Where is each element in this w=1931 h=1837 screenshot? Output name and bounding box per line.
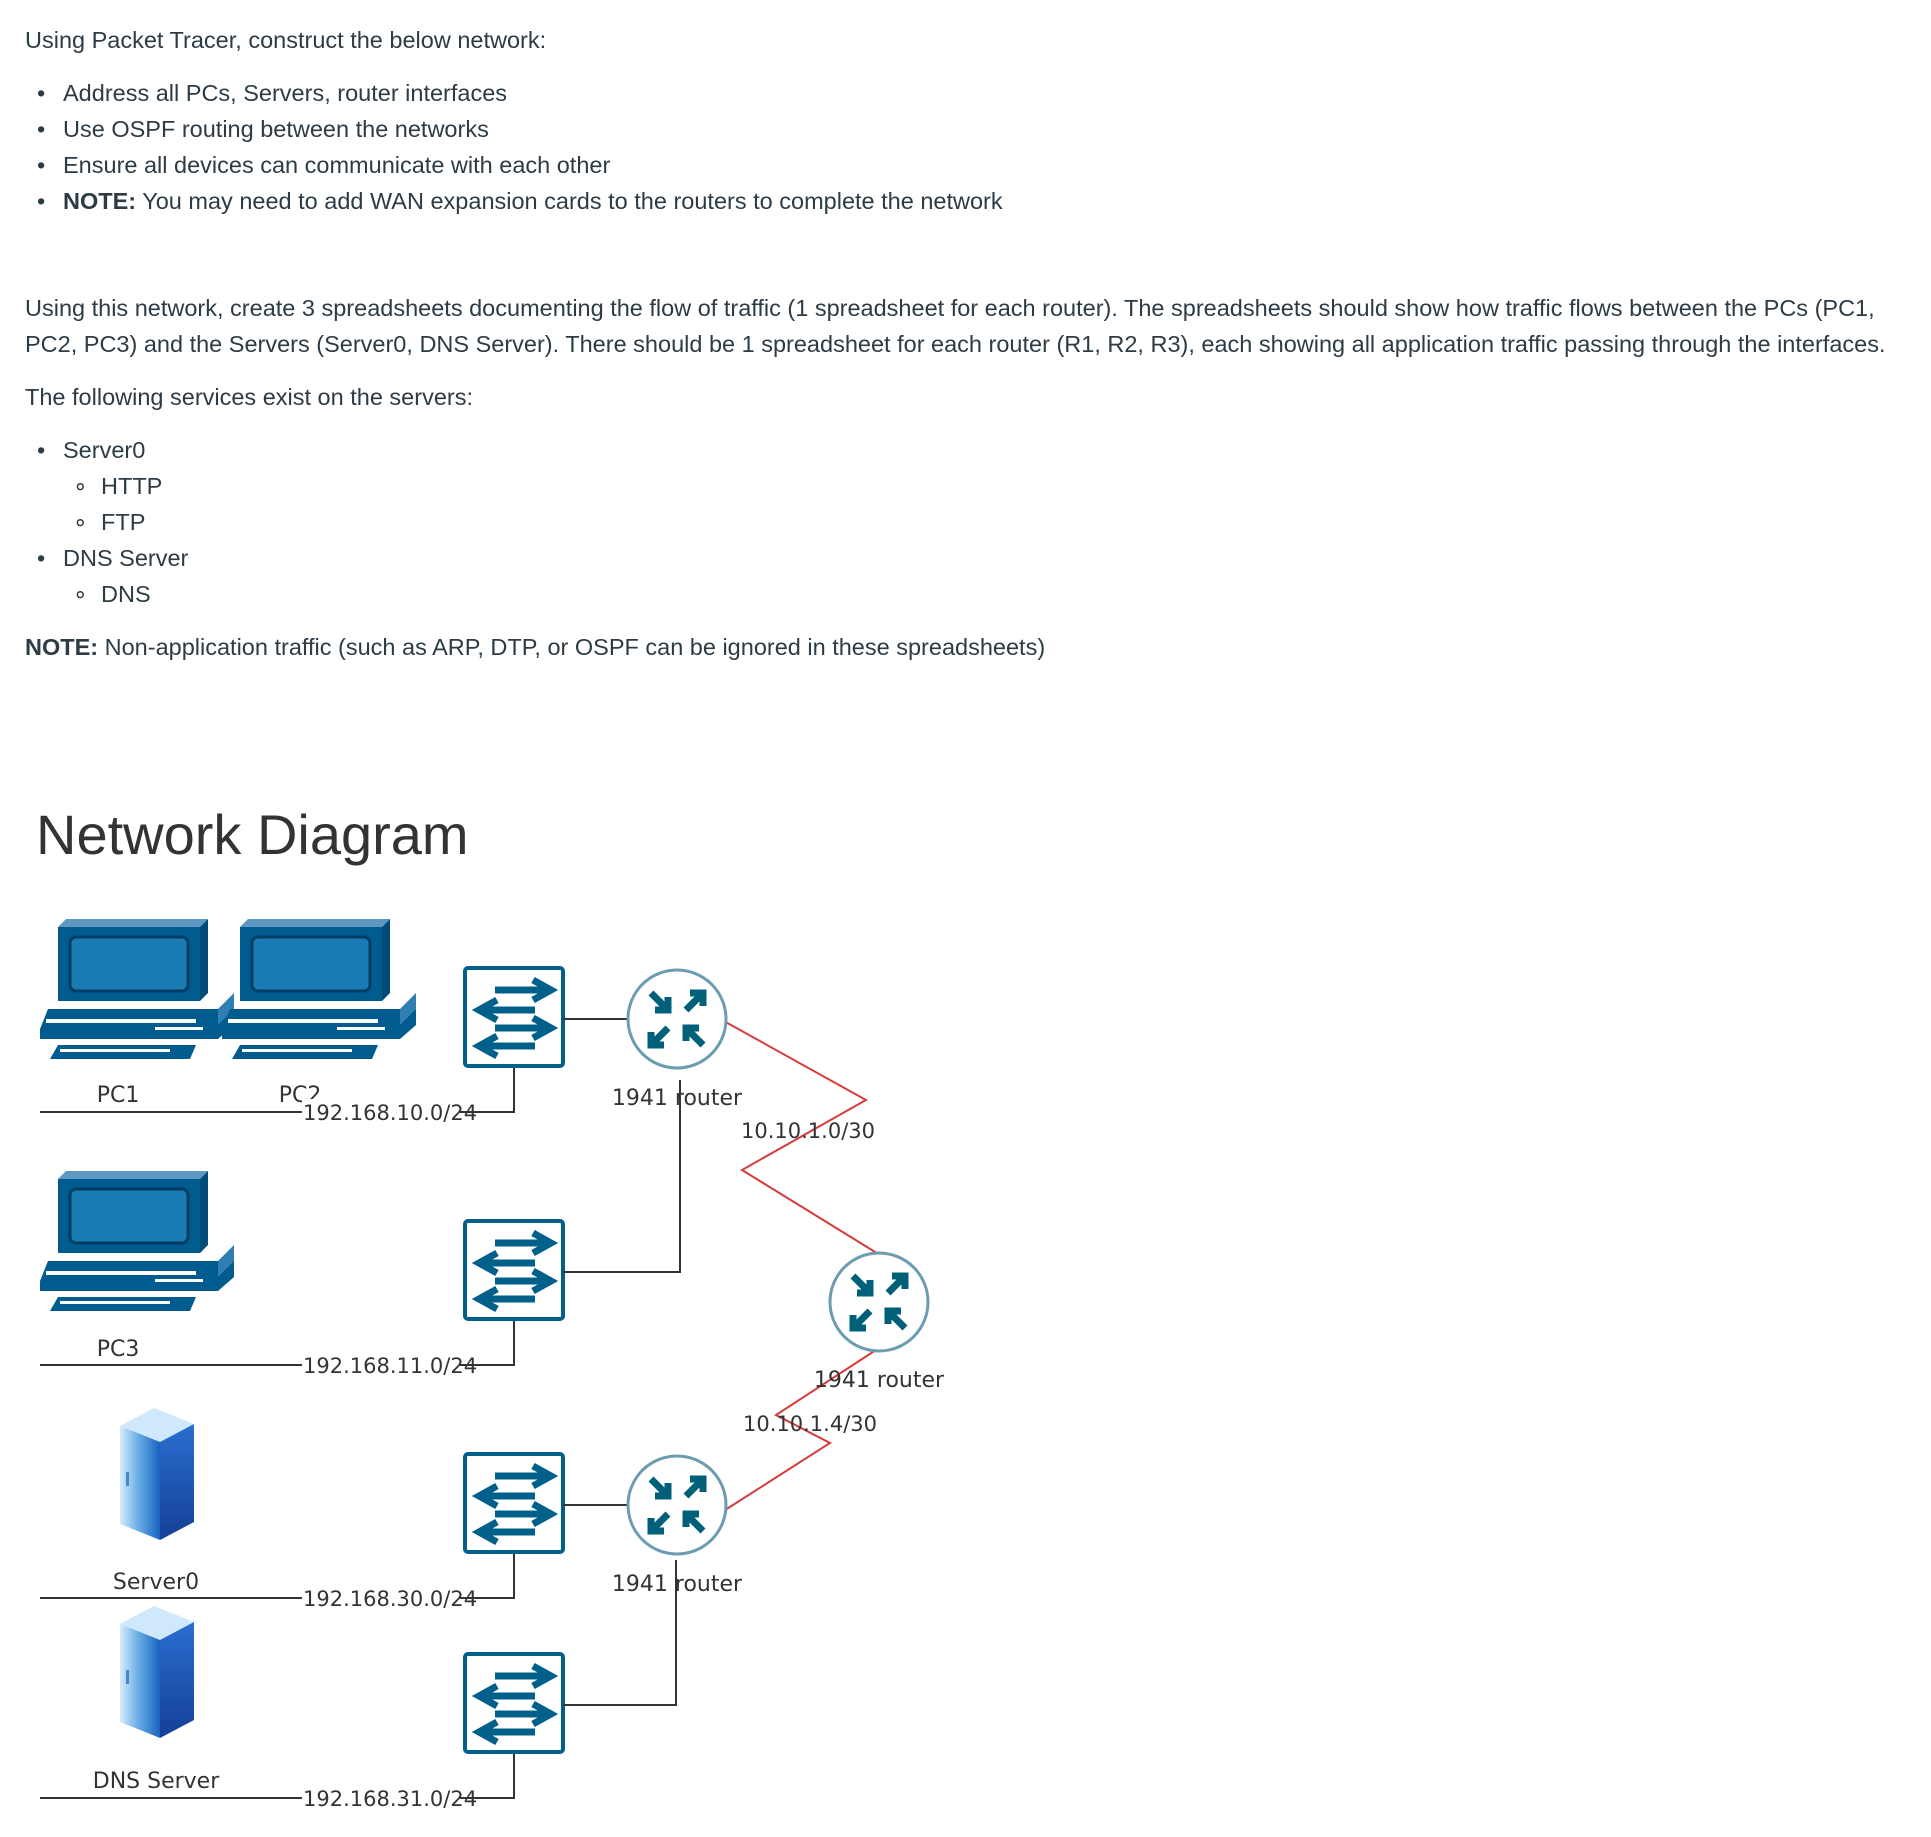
- network-diagram: PC1 PC2 PC3 Server0 DNS Server 192.168.1…: [38, 917, 945, 1811]
- server0-icon: [120, 1408, 194, 1540]
- server-item: DNS Server DNS: [25, 540, 1905, 612]
- task-item: Use OSPF routing between the networks: [25, 111, 1905, 147]
- router3-label: 1941 router: [612, 1572, 743, 1597]
- serial-links: [721, 1019, 881, 1513]
- final-note: NOTE: Non-application traffic (such as A…: [25, 634, 1046, 660]
- task-item: NOTE: You may need to add WAN expansion …: [25, 183, 1905, 219]
- router1-icon: [628, 970, 726, 1068]
- spreadsheet-paragraph: Using this network, create 3 spreadsheet…: [25, 295, 1886, 357]
- switch1-icon: [465, 968, 563, 1066]
- router2-icon: [830, 1253, 928, 1351]
- router2-label: 1941 router: [814, 1368, 945, 1393]
- router3-icon: [628, 1456, 726, 1554]
- assignment-content: Using Packet Tracer, construct the below…: [25, 22, 1905, 665]
- task-item: Address all PCs, Servers, router interfa…: [25, 75, 1905, 111]
- lan4-label: 192.168.31.0/24: [303, 1787, 477, 1811]
- pc3-label: PC3: [97, 1337, 140, 1362]
- note-label: NOTE:: [63, 188, 137, 214]
- pc3-icon: [38, 1169, 236, 1313]
- service-item: DNS: [63, 576, 1905, 612]
- switch2-icon: [465, 1221, 563, 1319]
- note-label: NOTE:: [25, 634, 99, 660]
- pc2-icon: [220, 917, 418, 1061]
- wan2-label: 10.10.1.4/30: [743, 1412, 877, 1436]
- pc1-icon: [38, 917, 236, 1061]
- server0-label: Server0: [113, 1570, 199, 1595]
- router1-label: 1941 router: [612, 1086, 743, 1111]
- dns-server-icon: [120, 1606, 194, 1738]
- lan2-label: 192.168.11.0/24: [303, 1354, 477, 1378]
- service-list: HTTP FTP: [63, 468, 1905, 540]
- intro-heading: Using Packet Tracer, construct the below…: [25, 27, 547, 53]
- diagram-title: Network Diagram: [36, 803, 469, 866]
- service-item: FTP: [63, 504, 1905, 540]
- services-heading: The following services exist on the serv…: [25, 384, 473, 410]
- dns-server-label: DNS Server: [93, 1769, 220, 1794]
- service-list: DNS: [63, 576, 1905, 612]
- switch3-icon: [465, 1454, 563, 1552]
- lan3-label: 192.168.30.0/24: [303, 1587, 477, 1611]
- task-item: Ensure all devices can communicate with …: [25, 147, 1905, 183]
- server-item: Server0 HTTP FTP: [25, 432, 1905, 540]
- switch4-icon: [465, 1654, 563, 1752]
- server-list: Server0 HTTP FTP DNS Server DNS: [25, 432, 1905, 612]
- service-item: HTTP: [63, 468, 1905, 504]
- lan-links: [40, 1018, 681, 1799]
- wan1-label: 10.10.1.0/30: [741, 1119, 875, 1143]
- lan1-label: 192.168.10.0/24: [303, 1101, 477, 1125]
- pc1-label: PC1: [97, 1083, 140, 1108]
- task-list: Address all PCs, Servers, router interfa…: [25, 75, 1905, 219]
